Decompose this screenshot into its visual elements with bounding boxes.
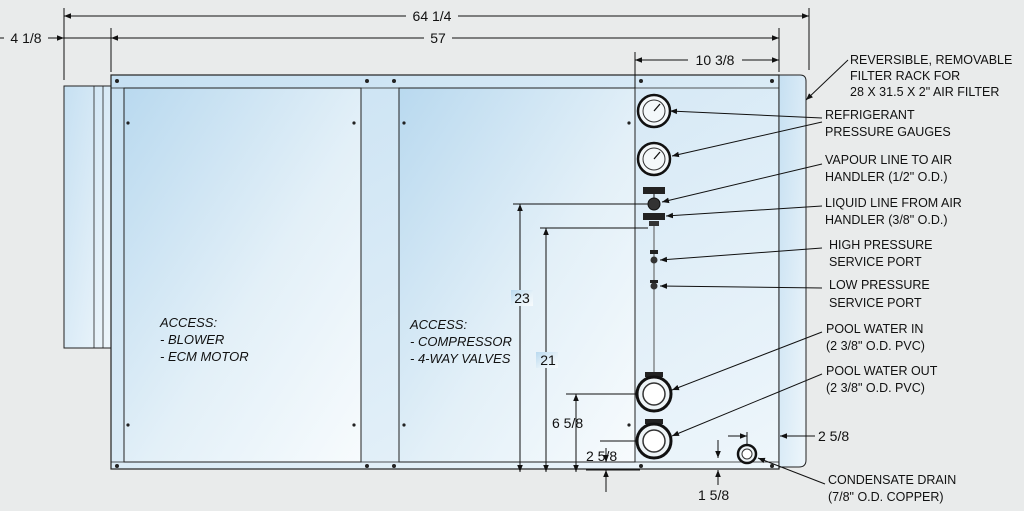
callout-low-pressure-port: LOW PRESSURE SERVICE PORT	[829, 278, 930, 310]
callout-line: (7/8" O.D. COPPER)	[828, 490, 944, 504]
callout-vapour-line: VAPOUR LINE TO AIR HANDLER (1/2" O.D.)	[825, 153, 952, 184]
middle-access-title: ACCESS:	[409, 317, 467, 332]
dim-panel-width: 10 3/8	[696, 52, 735, 68]
callout-line: 28 X 31.5 X 2" AIR FILTER	[850, 85, 999, 99]
service-port-icon	[650, 226, 658, 378]
callout-line: REFRIGERANT	[825, 108, 915, 122]
callout-pool-water-out: POOL WATER OUT (2 3/8" O.D. PVC)	[826, 364, 938, 395]
callout-condensate-drain: CONDENSATE DRAIN (7/8" O.D. COPPER)	[828, 473, 956, 504]
callout-line: (2 3/8" O.D. PVC)	[826, 381, 925, 395]
callout-line: POOL WATER OUT	[826, 364, 938, 378]
callout-line: CONDENSATE DRAIN	[828, 473, 956, 487]
callout-line: SERVICE PORT	[829, 296, 922, 310]
pool-water-fitting-icon	[635, 372, 673, 460]
liquid-line-fitting-icon	[643, 213, 665, 226]
dim-liquid-height: 21	[540, 352, 556, 368]
callout-high-pressure-port: HIGH PRESSURE SERVICE PORT	[829, 238, 933, 269]
dim-overall-width: 64 1/4	[413, 8, 452, 24]
dimension-labels: 64 1/4 4 1/8 57 10 3/8 23 21 6 5/8 2 5/8…	[4, 8, 849, 503]
callout-liquid-line: LIQUID LINE FROM AIR HANDLER (3/8" O.D.)	[825, 196, 962, 227]
left-access-item: - BLOWER	[160, 332, 224, 347]
callout-line: LOW PRESSURE	[829, 278, 930, 292]
cabinet-frame	[110, 74, 780, 470]
callout-line: PRESSURE GAUGES	[825, 125, 951, 139]
middle-access-item: - COMPRESSOR	[410, 334, 512, 349]
left-access-label: ACCESS: - BLOWER - ECM MOTOR	[159, 315, 249, 364]
left-access-title: ACCESS:	[159, 315, 217, 330]
dim-vapour-height: 23	[514, 290, 530, 306]
dim-pool-in-offset: 2 5/8	[586, 448, 617, 464]
dim-drain-height: 1 5/8	[698, 487, 729, 503]
callout-filter-rack: REVERSIBLE, REMOVABLE FILTER RACK FOR 28…	[850, 53, 1012, 99]
callout-line: (2 3/8" O.D. PVC)	[826, 339, 925, 353]
dim-drain-side: 2 5/8	[818, 428, 849, 444]
callout-line: REVERSIBLE, REMOVABLE	[850, 53, 1012, 67]
callout-line: HIGH PRESSURE	[829, 238, 933, 252]
callout-line: LIQUID LINE FROM AIR	[825, 196, 962, 210]
dim-cabinet-width: 57	[430, 30, 446, 46]
dim-side-offset: 4 1/8	[10, 30, 41, 46]
left-access-item: - ECM MOTOR	[160, 349, 249, 364]
callout-line: HANDLER (1/2" O.D.)	[825, 170, 948, 184]
side-box	[63, 85, 112, 349]
middle-access-item: - 4-WAY VALVES	[410, 351, 511, 366]
callout-pressure-gauges: REFRIGERANT PRESSURE GAUGES	[825, 108, 951, 139]
callout-line: HANDLER (3/8" O.D.)	[825, 213, 948, 227]
callout-line: POOL WATER IN	[826, 322, 923, 336]
middle-access-label: ACCESS: - COMPRESSOR - 4-WAY VALVES	[409, 317, 512, 366]
callout-line: SERVICE PORT	[829, 255, 922, 269]
callout-line: VAPOUR LINE TO AIR	[825, 153, 952, 167]
callout-pool-water-in: POOL WATER IN (2 3/8" O.D. PVC)	[826, 322, 925, 353]
callout-line: FILTER RACK FOR	[850, 69, 960, 83]
dim-pool-out-height: 6 5/8	[552, 415, 583, 431]
condensate-drain-icon	[736, 443, 758, 465]
filter-rack	[778, 74, 807, 468]
